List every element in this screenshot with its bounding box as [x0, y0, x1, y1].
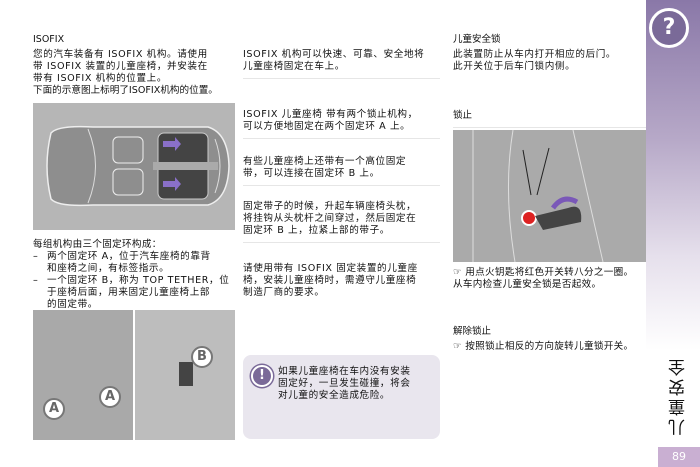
warning-text: 如果儿童座椅在车内没有安装: [278, 366, 411, 377]
paragraph-line: 儿童座椅固定在车上。: [243, 61, 345, 72]
chapter-sidebar: [646, 0, 700, 467]
paragraph-line: 固定带子的时候，升起车辆座椅头枕，: [243, 201, 417, 212]
intro-line: 您的汽车装备有 ISOFIX 机构。请使用: [33, 49, 208, 60]
label-b: B: [191, 346, 213, 368]
paragraph-line: 可以方便地固定在两个固定环 A 上。: [243, 121, 411, 132]
list-dash: –: [33, 251, 39, 262]
paragraph-line: 固定环 B 上，拉紧上部的带子。: [243, 225, 390, 236]
page-number: 89: [658, 447, 700, 467]
list-item-text: 两个固定环 A，位于汽车座椅的靠背: [47, 251, 211, 262]
anchor-b-photo: B: [135, 310, 235, 440]
list-item-text: 的固定带。: [47, 299, 98, 310]
list-item-text: 和座椅之间，有标签指示。: [47, 263, 170, 274]
section-title-child-lock: 儿童安全锁: [453, 34, 501, 45]
paragraph-line: ISOFIX 机构可以快速、可靠、安全地将: [243, 49, 425, 60]
paragraph-line: 椅，安装儿童座椅时，需遵守儿童座椅: [243, 275, 417, 286]
warning-text: 固定好，一旦发生碰撞，将会: [278, 378, 411, 389]
lock-step: ☞ 用点火钥匙将红色开关转八分之一圈。: [453, 267, 634, 278]
intro-line: 带 ISOFIX 装置的儿童座椅，并安装在: [33, 61, 208, 72]
help-icon: ?: [649, 8, 689, 48]
warning-box: ! 如果儿童座椅在车内没有安装 固定好，一旦发生碰撞，将会 对儿童的安全造成危险…: [243, 355, 440, 439]
chapter-title: 儿童安全: [669, 356, 689, 436]
warning-text: 对儿童的安全造成危险。: [278, 390, 391, 401]
intro-line: 下面的示意图上标明了ISOFIX机构的位置。: [33, 85, 218, 96]
paragraph-line: ISOFIX 儿童座椅 带有两个锁止机构，: [243, 109, 418, 120]
unlock-step: ☞ 按照锁止相反的方向旋转儿童锁开关。: [453, 341, 634, 352]
page-number-text: 89: [672, 450, 686, 463]
intro-line: 带有 ISOFIX 机构的位置上。: [33, 73, 168, 84]
list-item-text: 一个固定环 B，称为 TOP TETHER，位: [47, 275, 230, 286]
desc-line: 此装置防止从车内打开相应的后门。: [453, 49, 617, 60]
desc-line: 此开关位于后车门锁内侧。: [453, 61, 576, 72]
child-lock-photo: [453, 130, 647, 262]
paragraph-line: 带，可以连接在固定环 B 上。: [243, 168, 380, 179]
list-intro: 每组机构由三个固定环构成：: [33, 239, 162, 250]
paragraph-line: 请使用带有 ISOFIX 固定装置的儿童座: [243, 263, 418, 274]
list-item-text: 于座椅后面，用来固定儿童座椅上部: [47, 287, 211, 298]
unlock-title: 解除锁止: [453, 326, 492, 337]
car-isofix-diagram: [33, 103, 235, 230]
lock-title: 锁止: [453, 110, 473, 121]
paragraph-line: 有些儿童座椅上还带有一个高位固定: [243, 156, 407, 167]
warning-icon: !: [251, 365, 273, 387]
paragraph-line: 制造厂商的要求。: [243, 287, 325, 298]
list-dash: –: [33, 275, 39, 286]
lock-step: 从车内检查儿童安全锁是否起效。: [453, 279, 602, 290]
label-a: A: [43, 398, 65, 420]
anchor-a-photo: A A: [33, 310, 133, 440]
paragraph-line: 将挂钩从头枕杆之间穿过，然后固定在: [243, 213, 417, 224]
label-a: A: [99, 386, 121, 408]
section-title-isofix: ISOFIX: [33, 34, 65, 45]
